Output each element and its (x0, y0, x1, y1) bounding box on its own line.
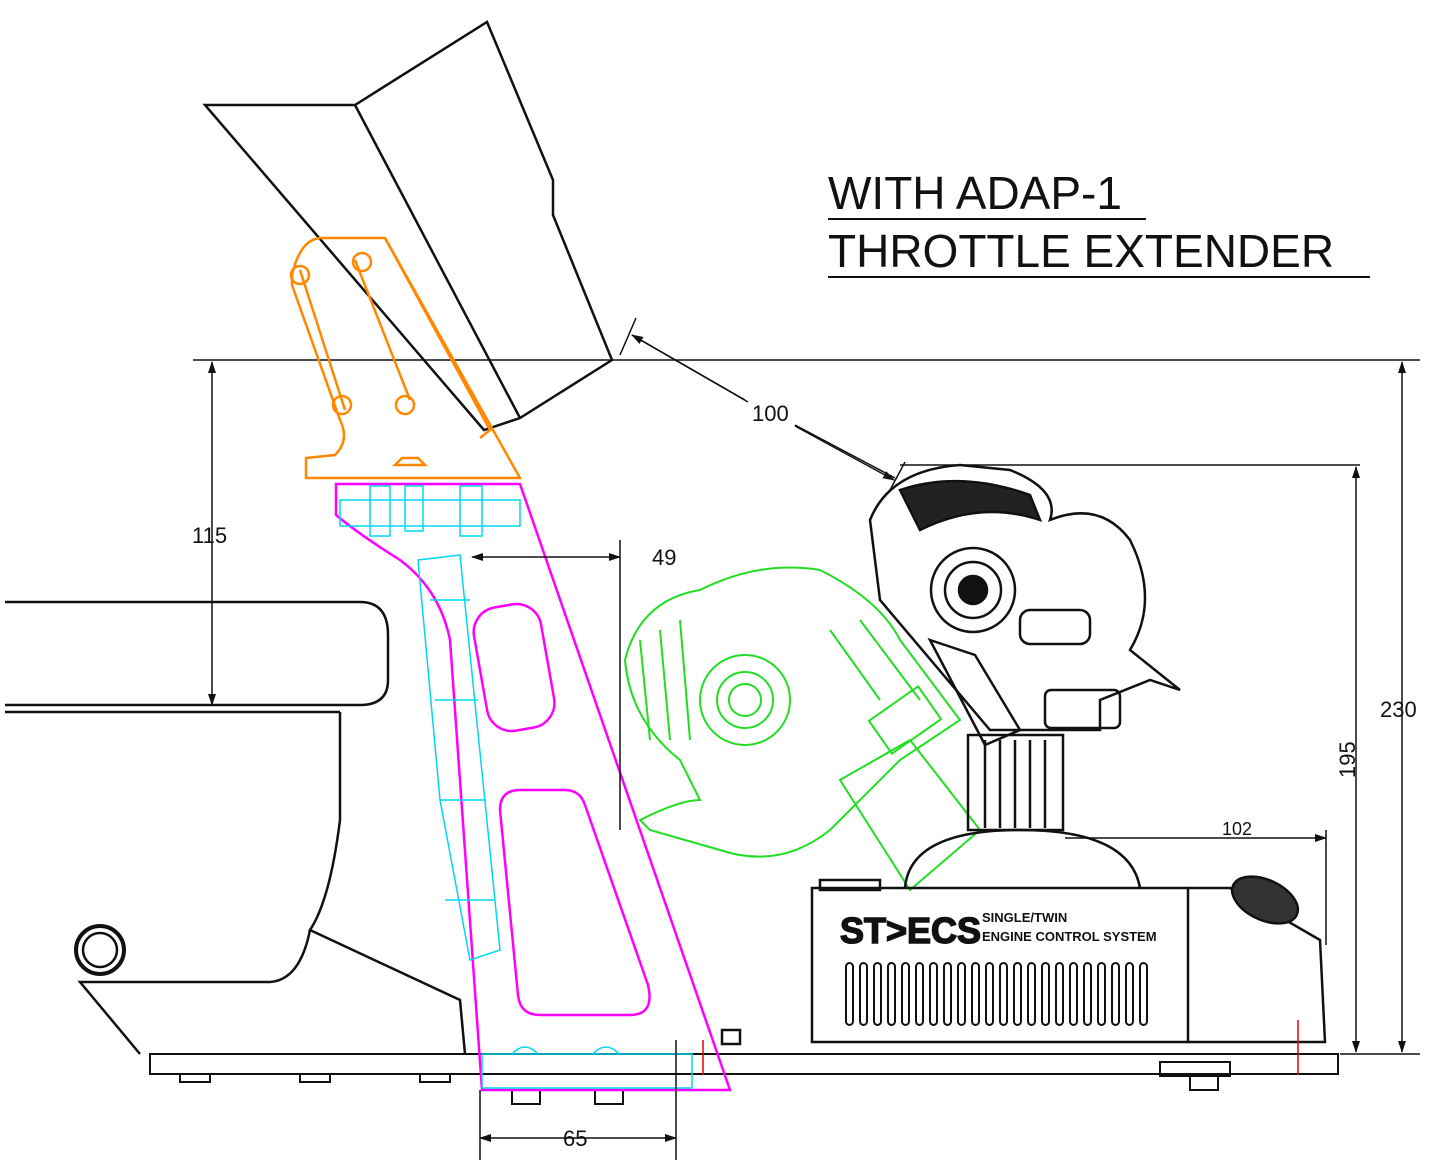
adap-1-stand (334, 482, 732, 1092)
dim-102: 102 (1222, 819, 1252, 839)
vent-slot (845, 962, 854, 1026)
dim-65: 65 (563, 1126, 587, 1151)
vent-slot (999, 962, 1008, 1026)
dim-195: 195 (1335, 741, 1360, 778)
red-marks (702, 1020, 1299, 1075)
vent-slot (1013, 962, 1022, 1026)
vent-slot (1125, 962, 1134, 1026)
vent-slots (845, 962, 1148, 1026)
throttle-head (868, 463, 1181, 832)
vent-slot (1055, 962, 1064, 1026)
stecs-base-unit (720, 828, 1327, 1046)
dimension-lines (208, 317, 1406, 1160)
logo-line-1: SINGLE/TWIN (982, 910, 1067, 925)
throttle-tilted-position (623, 566, 982, 892)
vent-slot (957, 962, 966, 1026)
title-line-2: THROTTLE EXTENDER (828, 226, 1370, 278)
vent-slot (1111, 962, 1120, 1026)
vent-slot (873, 962, 882, 1026)
vent-slot (1097, 962, 1106, 1026)
vent-slot (1041, 962, 1050, 1026)
stecs-logo: ST>ECS SINGLE/TWIN ENGINE CONTROL SYSTEM (839, 909, 1157, 952)
monitor-box (202, 20, 614, 432)
mount-bracket (339, 485, 693, 1089)
vent-slot (1139, 962, 1148, 1026)
orange-bracket (289, 236, 523, 480)
dim-49: 49 (652, 545, 676, 570)
vent-slot (971, 962, 980, 1026)
vent-slot (1083, 962, 1092, 1026)
base-plate (149, 1053, 1339, 1105)
vent-slot (1069, 962, 1078, 1026)
vent-slot (859, 962, 868, 1026)
vent-slot (943, 962, 952, 1026)
vent-slot (887, 962, 896, 1026)
dim-100: 100 (752, 401, 789, 426)
vent-slot (929, 962, 938, 1026)
title-line-1: WITH ADAP-1 (828, 168, 1146, 220)
seat (5, 600, 467, 1055)
vent-slot (901, 962, 910, 1026)
logo-mark: ST>ECS (840, 910, 981, 951)
dim-230: 230 (1380, 697, 1417, 722)
dim-115: 115 (192, 523, 227, 548)
vent-slot (985, 962, 994, 1026)
vent-slot (915, 962, 924, 1026)
logo-line-2: ENGINE CONTROL SYSTEM (982, 929, 1157, 944)
vent-slot (1027, 962, 1036, 1026)
